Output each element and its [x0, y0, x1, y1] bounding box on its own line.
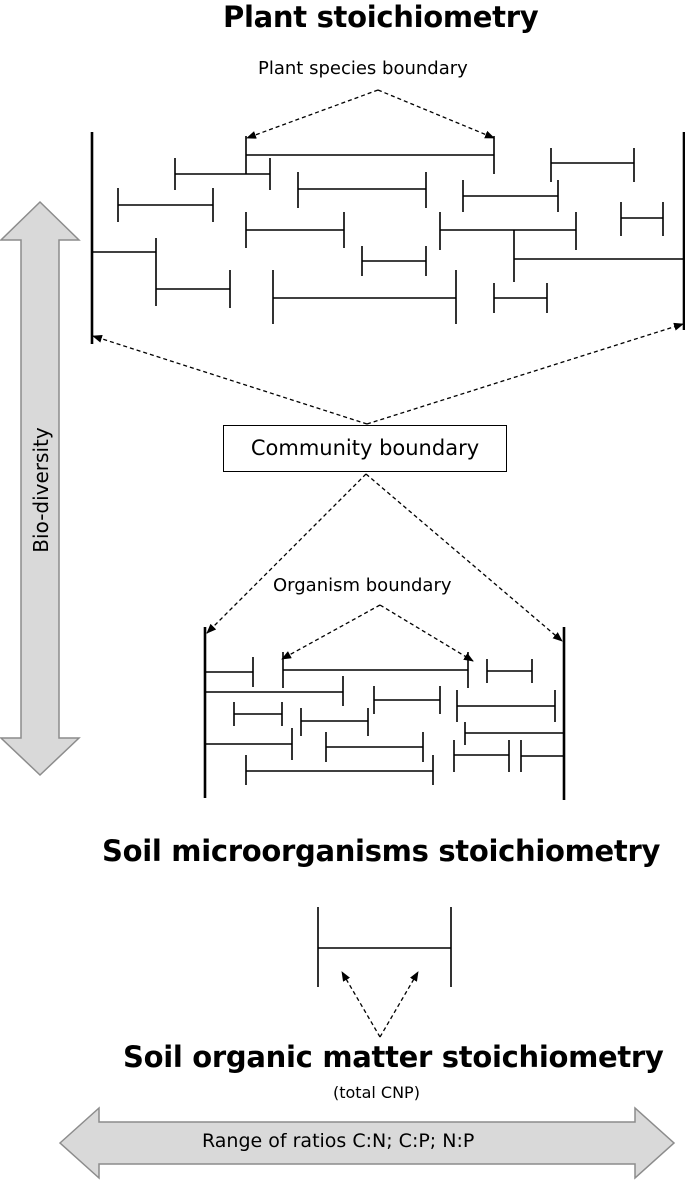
- dashed-arrows: [92, 89, 684, 1038]
- microorganism-community-bars: [203, 627, 566, 800]
- soil-organic-matter-stoichiometry-title: Soil organic matter stoichiometry: [123, 1040, 664, 1074]
- organism-boundary-label: Organism boundary: [273, 575, 452, 596]
- total-cnp-label: (total CNP): [333, 1083, 420, 1102]
- soil-microorganisms-stoichiometry-title: Soil microorganisms stoichiometry: [102, 834, 661, 868]
- range-of-ratios-label: Range of ratios C:N; C:P; N:P: [202, 1130, 475, 1152]
- plant-community-bars: [90, 132, 685, 344]
- biodiversity-label: Bio-diversity: [29, 427, 53, 553]
- soil-organic-matter-bar: [317, 907, 452, 987]
- community-boundary-box: Community boundary: [223, 425, 507, 472]
- biodiversity-double-arrow: [0, 200, 81, 777]
- range-of-ratios-double-arrow: [58, 1106, 676, 1180]
- plant-species-boundary-label: Plant species boundary: [258, 58, 468, 79]
- plant-stoichiometry-title: Plant stoichiometry: [223, 0, 539, 34]
